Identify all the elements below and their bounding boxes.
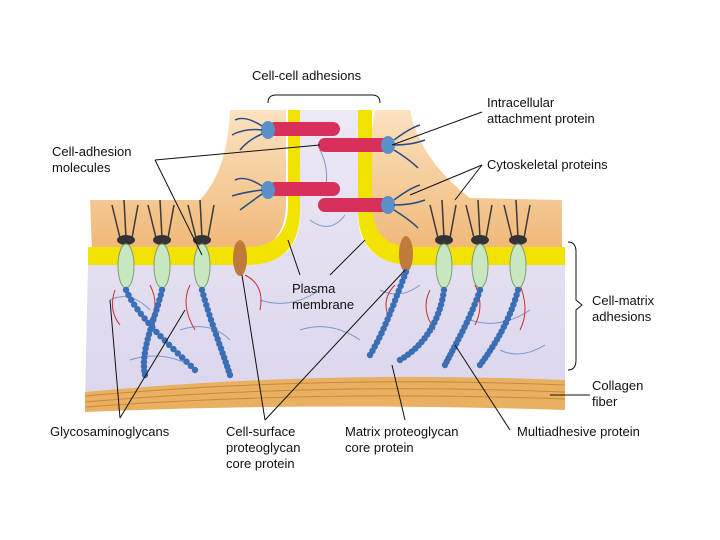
gag-bead	[150, 316, 157, 323]
gag-bead	[476, 361, 484, 369]
gag-bead	[191, 366, 199, 374]
gag-bead	[206, 311, 213, 319]
gag-bead	[134, 306, 141, 313]
gag-bead	[397, 282, 404, 290]
gag-bead	[201, 296, 208, 304]
gag-bead	[141, 315, 148, 322]
gag-bead	[366, 351, 374, 359]
gag-bead	[151, 311, 159, 319]
gag-bead	[439, 296, 446, 303]
gag-bead	[441, 361, 449, 369]
right-plasma-membrane	[358, 110, 565, 265]
cell-surface-proteoglycan-core-protein-label: Cell-surface proteoglycan core protein	[226, 424, 301, 471]
gag-bead	[214, 335, 221, 343]
gag-bead	[148, 321, 156, 328]
gag-bead	[131, 301, 138, 308]
matrix-proteoglycan-core-protein-label: Matrix proteoglycan core protein	[345, 424, 459, 455]
cadherin-lower	[261, 181, 395, 214]
gag-bead	[393, 292, 401, 299]
gag-bead	[170, 345, 177, 353]
gag-bead	[174, 350, 181, 357]
cell-matrix-adhesions-label: Cell-matrix adhesions	[592, 293, 655, 324]
gag-bead	[128, 296, 135, 303]
gag-bead	[183, 358, 190, 365]
gag-bead	[200, 291, 207, 299]
gag-bead	[209, 321, 216, 328]
gag-bead	[514, 286, 522, 294]
gag-bead	[391, 297, 399, 304]
gag-bead	[226, 371, 234, 379]
plasma-membrane-label: Plasma membrane	[292, 281, 355, 312]
intracellular-attachment-protein-label: Intracellular attachment protein	[487, 95, 595, 126]
gag-bead	[122, 286, 130, 294]
gag-bead	[187, 362, 194, 369]
gag-bead	[440, 286, 448, 294]
gag-bead	[207, 316, 215, 323]
collagen-fiber-label: Collagen fiber	[592, 378, 644, 409]
gag-bead	[475, 291, 482, 299]
gag-bead	[161, 337, 168, 344]
gag-bead	[156, 296, 163, 304]
gag-bead	[476, 286, 484, 294]
gag-bead	[440, 291, 447, 299]
gag-bead	[396, 356, 404, 364]
gag-bead	[153, 328, 160, 336]
gag-bead	[140, 358, 148, 366]
gag-bead	[137, 310, 145, 318]
cadherin-upper	[261, 121, 395, 154]
gag-bead	[473, 296, 480, 303]
right-cell-cytoplasm	[360, 110, 562, 250]
left-cell-cytoplasm	[90, 110, 286, 250]
gag-bead	[204, 306, 211, 314]
adhesion-molecules	[111, 199, 531, 289]
collagen-fiber-band	[84, 376, 566, 412]
gag-bead	[147, 326, 154, 333]
cell-cell-adhesions-label: Cell-cell adhesions	[252, 68, 362, 83]
gag-bead	[158, 286, 166, 294]
cell-adhesion-molecules-label: Cell-adhesion molecules	[52, 144, 132, 175]
gag-bead	[157, 291, 164, 299]
gag-bead	[157, 333, 164, 340]
proteoglycan-core-right	[399, 236, 413, 272]
glycosaminoglycans-label: Glycosaminoglycans	[50, 424, 170, 439]
left-plasma-membrane	[88, 110, 300, 265]
gag-bead	[511, 296, 519, 303]
gag-bead	[203, 301, 210, 309]
gag-bead	[211, 326, 218, 333]
gag-bead	[165, 341, 173, 348]
cytoskeletal-proteins-label: Cytoskeletal proteins	[487, 157, 608, 172]
gag-bead	[153, 306, 160, 314]
cytoskeleton-fibers	[231, 117, 426, 229]
gag-bead	[144, 335, 151, 343]
gag-bead	[179, 354, 186, 361]
gag-chains	[122, 268, 522, 379]
red-fibers	[111, 274, 526, 331]
proteoglycan-core-left	[233, 240, 247, 276]
multiadhesive-protein-label: Multiadhesive protein	[517, 424, 640, 439]
gag-bead	[125, 291, 132, 299]
leader-lines	[109, 94, 590, 431]
gag-bead	[198, 286, 206, 294]
gag-bead	[513, 291, 520, 299]
gag-bead	[154, 301, 162, 309]
